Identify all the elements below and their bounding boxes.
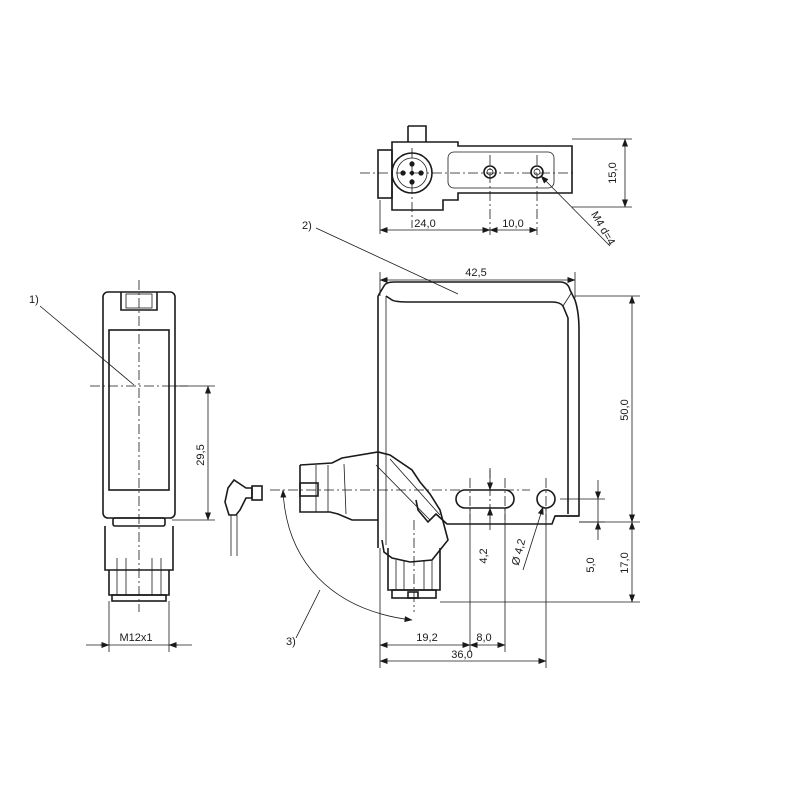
dim-top-width-1: 24,0 — [414, 218, 435, 230]
dim-body-height: 50,0 — [619, 399, 631, 420]
side-view: 42,5 2) 50,0 17,0 5,0 4,2 Ø 4,2 — [270, 220, 640, 668]
dim-total-width: 36,0 — [451, 649, 472, 661]
dim-lower-height: 17,0 — [619, 552, 631, 573]
callout-1: 1) — [29, 294, 39, 306]
top-view: 24,0 10,0 15,0 M4 d=4 — [360, 125, 632, 248]
dim-slot-height: 4,2 — [478, 548, 490, 563]
callout-3: 3) — [286, 636, 296, 648]
angled-connector-icon — [224, 478, 263, 556]
callout-2: 2) — [302, 220, 312, 232]
dim-body-width: 42,5 — [465, 267, 486, 279]
dim-hole-offset: 5,0 — [585, 557, 597, 572]
dim-dist-b: 8,0 — [476, 632, 491, 644]
dim-top-width-2: 10,0 — [502, 218, 523, 230]
front-view: 29,5 M12x1 1) — [29, 280, 215, 652]
dim-thread-size: M12x1 — [119, 632, 152, 644]
dim-dist-a: 19,2 — [416, 632, 437, 644]
dim-lens-height: 29,5 — [195, 444, 207, 465]
dim-top-height: 15,0 — [607, 162, 619, 183]
